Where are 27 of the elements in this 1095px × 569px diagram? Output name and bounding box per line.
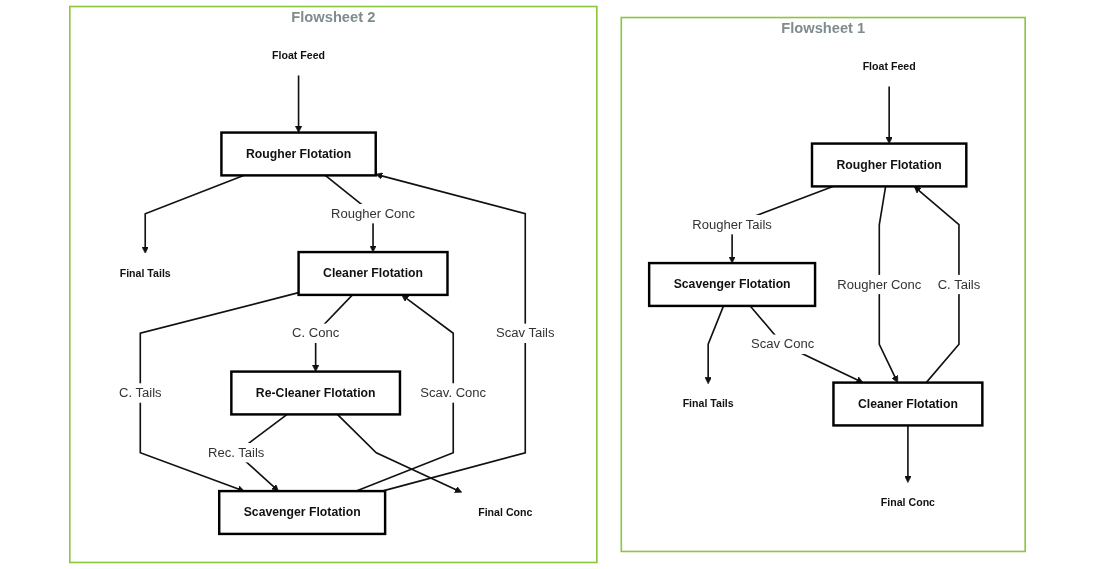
node-box: Rougher Flotation <box>810 142 968 188</box>
arrow <box>704 305 725 385</box>
node-box: Scavenger Flotation <box>647 261 817 308</box>
arrow <box>375 172 527 492</box>
edge-label: Scav. Conc <box>420 385 487 400</box>
node-box: Cleaner Flotation <box>832 381 984 427</box>
edge-label: C. Conc <box>292 325 340 340</box>
edge-label: Scav Tails <box>496 325 555 340</box>
edge-label: Rougher Conc <box>330 206 416 221</box>
edge-label: C. Tails <box>119 385 162 400</box>
node-text: Final Conc <box>478 506 533 519</box>
node-text: Float Feed <box>862 59 916 73</box>
edge-label: Scav Conc <box>751 336 815 351</box>
node-box: Cleaner Flotation <box>297 250 449 297</box>
node-text: Float Feed <box>272 48 326 62</box>
edge-label: Rec. Tails <box>207 445 265 460</box>
node-box: Re-Cleaner Flotation <box>230 370 402 416</box>
node-box: Rougher Flotation <box>220 131 377 177</box>
arrow <box>885 85 893 144</box>
node-text: Final Tails <box>119 267 171 280</box>
edge-label: Rougher Tails <box>692 217 772 232</box>
node-text: Final Conc <box>880 496 936 509</box>
node-text: Final Tails <box>682 397 734 410</box>
node-box: Scavenger Flotation <box>218 489 387 536</box>
arrow <box>295 74 303 133</box>
edge-label: Rougher Conc <box>837 277 922 292</box>
edge-label: C. Tails <box>937 277 981 292</box>
